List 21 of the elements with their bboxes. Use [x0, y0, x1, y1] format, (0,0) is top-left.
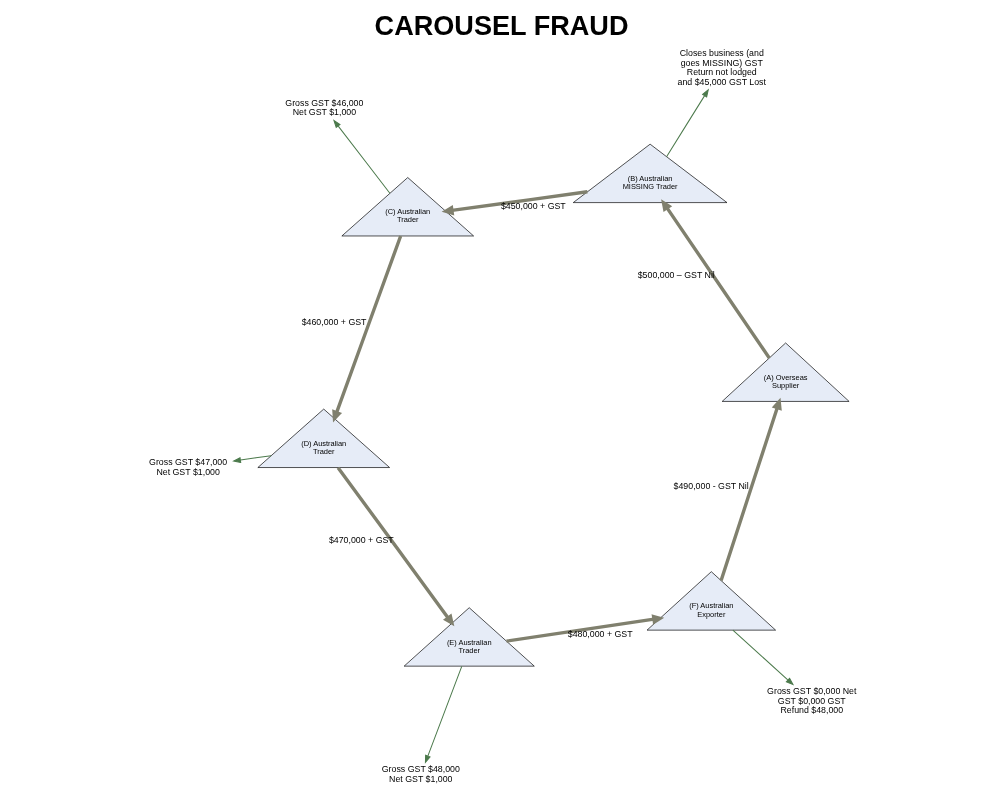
node-text: Gross GST $47,000 Net GST $1,000 — [148, 457, 227, 477]
edge-label: $490,000 - GST Nil — [673, 480, 749, 491]
arrow — [731, 629, 794, 686]
diagram-title: CAROUSEL FRAUD — [374, 9, 628, 41]
node-text: Closes business (and goes MISSING) GST Return not lodged and $45,000 GST Lost — [677, 48, 766, 87]
node-text: Gross GST $48,000 Net GST $1,000 — [381, 764, 460, 784]
arrow — [332, 119, 390, 194]
arrow — [424, 665, 462, 764]
edge-label: $480,000 + GST — [567, 628, 633, 639]
arrow — [441, 190, 588, 216]
node-text: Gross GST $46,000 Net GST $1,000 — [284, 97, 363, 118]
edge-label: $450,000 + GST — [500, 200, 566, 211]
arrow — [505, 614, 664, 643]
arrow — [660, 199, 771, 359]
arrow — [665, 88, 709, 157]
edge-label: $460,000 + GST — [301, 316, 366, 327]
arrow — [231, 455, 272, 464]
arrow — [336, 466, 454, 627]
arrow — [331, 235, 402, 423]
arrow — [719, 397, 782, 582]
node-text: Gross GST $0,000 Net GST $0,000 GST Refund $48,000 — [766, 686, 856, 716]
